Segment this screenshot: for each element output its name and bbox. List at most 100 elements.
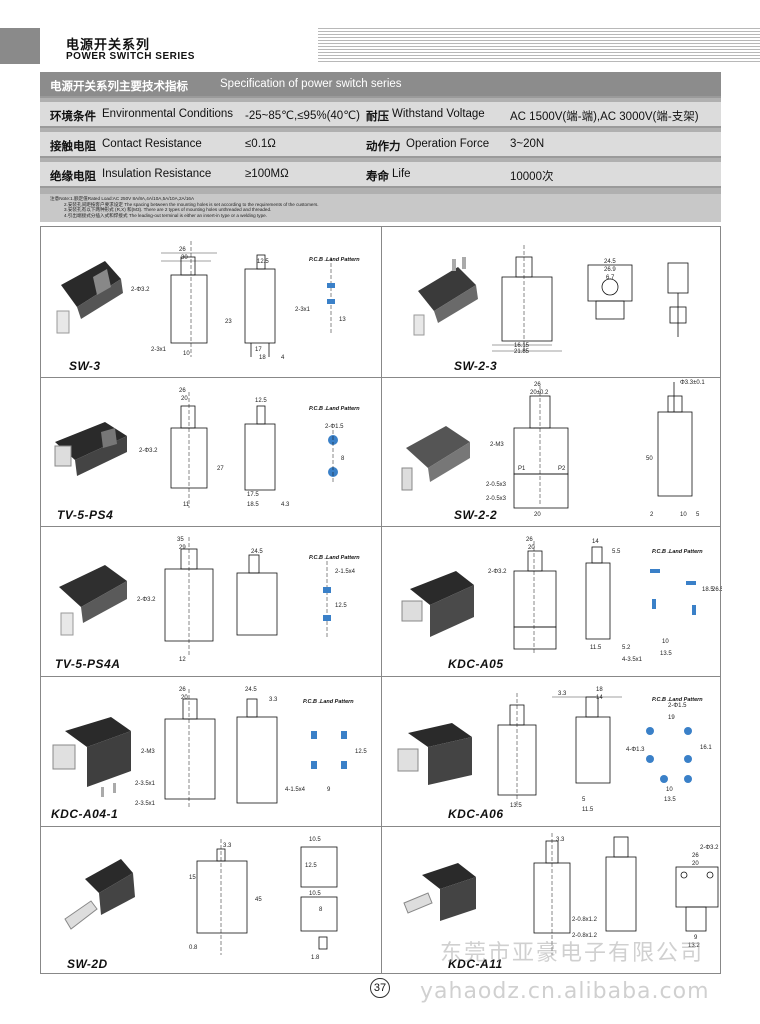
spec-label-en: Environmental Conditions [102,108,234,120]
model-name: KDC-A06 [448,807,504,821]
dim-label: 4 [281,355,285,361]
model-name: SW-2D [67,957,108,971]
model-cell-kdc-a11: 3.3 2-0.8x1.2 2-0.8x1.2 26 20 2-Φ3.2 13.… [382,827,722,973]
dim-label: 13.2 [688,943,700,949]
product-photo [59,565,127,636]
dim-label: 26 [692,853,699,859]
spec-label-cn: 环境条件 [50,111,96,123]
spec-note: 4.引出端接式分插入式和焊接式 The leading-out terminal… [64,212,267,218]
pcb-label: P.C.B .Land Pattern [652,549,703,555]
spec-value: AC 1500V(端-端),AC 3000V(端-支架) [510,111,699,123]
header-stripes [318,28,760,64]
dim-label: 14 [596,695,603,701]
model-cell-sw-2d: 3.3 10.5 45 15 12.5 10.5 8 1.8 0.8 SW-2D [41,827,381,973]
switch-drawing: 16.15 21.85 24.5 26.9 6.7 [413,245,689,355]
spec-value: ≥100MΩ [245,168,289,180]
dim-label: 2-0.5x3 [486,496,507,502]
switch-drawing: 35 29 24.5 2-Φ3.2 2-1.5x4 12.5 12 [59,537,356,663]
switch-drawing: 3.3 2-0.8x1.2 2-0.8x1.2 26 20 2-Φ3.2 13.… [403,833,719,955]
spec-note: 2.安装孔间距按客户要求设定 The spacing between the m… [64,201,319,207]
dim-label: 5.2 [622,645,631,651]
switch-drawing: 18 14 3.3 2-Φ1.5 4-Φ1.3 19 16.1 13.5 5 1… [397,687,712,813]
product-photo [397,723,472,785]
dim-label: 2-Φ3.2 [700,845,719,851]
dim-label: 2-Φ3.2 [131,287,150,293]
drawings-grid: 26 30 12.5 2-Φ3.2 23 2-3x1 17 10 18 4 2-… [40,226,722,974]
switch-drawing: 26 20 14 5.5 2-Φ3.2 18.5 26.5 11.5 5.2 1… [401,537,722,663]
product-photo [64,859,135,930]
spec-table: 电源开关系列主要技术指标 Specification of power swit… [40,72,721,222]
model-name: KDC-A11 [448,957,503,971]
dim-label: 2-0.5x3 [486,482,507,488]
dim-label: 2-Φ3.2 [488,569,507,575]
dim-label: 23 [225,319,232,325]
product-photo [56,261,123,334]
dim-label: 4.3 [281,502,290,508]
model-name: SW-3 [69,359,101,373]
switch-drawing: 26 20 12.5 2-Φ3.2 2-Φ1.5 27 8 17.5 18.5 … [54,388,345,508]
dim-label: 35 [177,537,184,543]
spec-note: 3.安装孔有以下两种形式 (R,X) 和(M3). There are 2 ty… [64,207,272,213]
dim-label: 26 [179,687,186,693]
dim-label: 26 [179,388,186,394]
model-name: TV-5-PS4 [57,508,114,522]
dim-label: 4-1.5x4 [285,787,306,793]
spec-label-en: Operation Force [406,138,490,150]
dim-label: 13.5 [664,797,676,803]
dim-label: 20 [692,861,699,867]
dim-label: 12.5 [255,398,267,404]
dim-label: 20 [528,545,535,551]
dim-label: 2-Φ1.5 [325,424,344,430]
model-cell-kdc-a04-1: 26 20 24.5 3.3 2-M3 2-3.5x1 2-3.5x1 4-1.… [41,677,381,827]
dim-label: 20 [181,695,188,701]
dim-label: 11.5 [582,807,594,813]
spec-label-cn: 寿命 [366,171,389,183]
dim-label: 26 [179,247,186,253]
spec-value: 3~20N [510,138,545,150]
dim-label: 10.5 [309,891,321,897]
dim-label: 13.5 [510,803,522,809]
dim-label: 5.5 [612,549,621,555]
dim-label: 3.3 [269,697,278,703]
watermark-company: 东莞市亚豪电子有限公司 [440,941,705,966]
pcb-label: P.C.B .Land Pattern [309,406,360,412]
dim-label: 29 [179,545,186,551]
pcb-label: P.C.B .Land Pattern [309,555,360,561]
dim-label: 2 [650,512,654,518]
header-accent-block [0,28,40,64]
dim-label: 13.5 [660,651,672,657]
dim-label: 4-Φ1.3 [626,747,645,753]
dim-label: 27 [217,466,224,472]
spec-value: ≤0.1Ω [245,138,276,150]
spec-heading-en: Specification of power switch series [220,78,402,90]
dim-label: 18 [596,687,603,693]
dim-label: 18.5 [702,587,714,593]
dim-label: 45 [255,897,262,903]
spec-row: 绝缘电阻 Insulation Resistance ≥100MΩ 寿命 Lif… [40,162,721,188]
model-name: TV-5-PS4A [55,657,121,671]
dim-label: 3.3 [558,691,567,697]
product-photo [401,426,470,491]
dim-label: 26 [526,537,533,543]
dim-label: 10 [666,787,673,793]
dim-label: 20±0.2 [530,390,549,396]
dim-label: 26 [534,382,541,388]
product-photo [52,717,131,797]
model-cell-kdc-a05: 26 20 14 5.5 2-Φ3.2 18.5 26.5 11.5 5.2 1… [382,527,722,677]
dim-label: 2-3.5x1 [135,781,156,787]
dim-label: 5 [696,512,700,518]
dim-label: 18.5 [247,502,259,508]
dim-label: Φ3.3±0.1 [680,380,705,386]
spec-heading-row: 电源开关系列主要技术指标 Specification of power swit… [40,72,721,98]
dim-label: 10 [183,351,190,357]
dim-label: 9 [694,935,698,941]
dim-label: 10 [680,512,687,518]
switch-drawing: 3.3 10.5 45 15 12.5 10.5 8 1.8 0.8 [64,837,338,961]
switch-drawing: 26 20±0.2 2-M3 P1 P2 2-0.5x3 2-0.5x3 20 … [401,380,705,518]
grid-divider [41,526,720,527]
model-cell-sw-2-3: 16.15 21.85 24.5 26.9 6.7 SW-2-3 [382,227,722,377]
spec-value: 10000次 [510,171,554,183]
spec-heading-cn: 电源开关系列主要技术指标 [50,81,188,93]
product-photo [54,422,127,476]
dim-label: 2-M3 [490,442,504,448]
